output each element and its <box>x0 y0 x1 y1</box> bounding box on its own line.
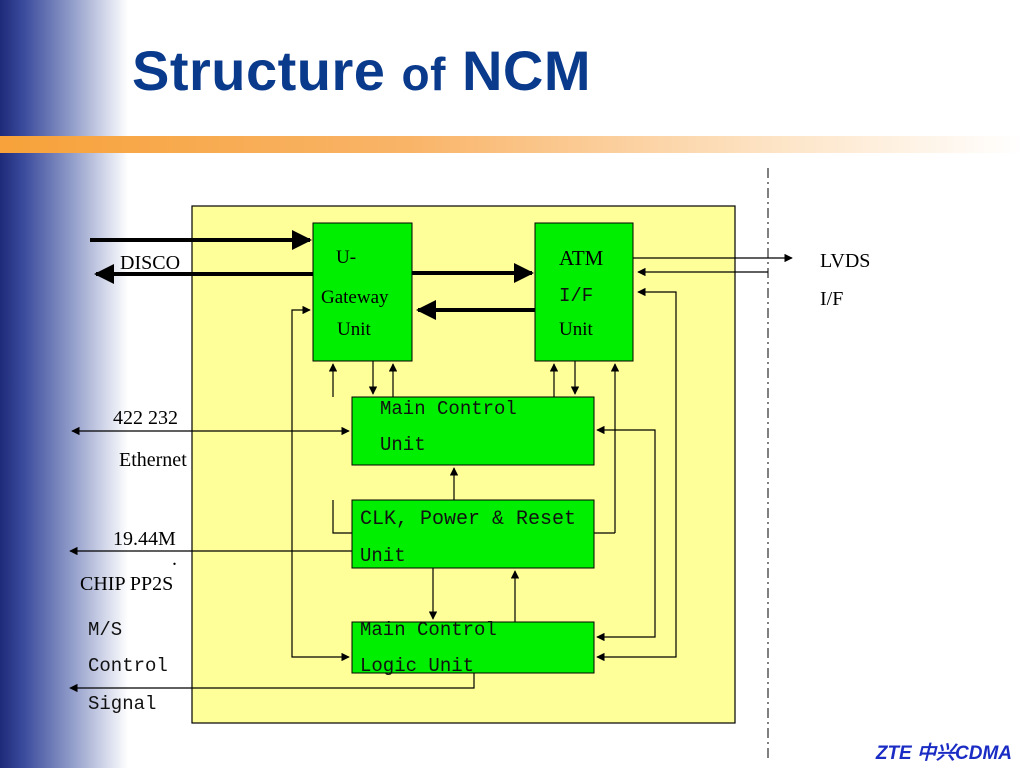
ms-control-signal-arrow <box>69 673 475 693</box>
mcu-label-2: Unit <box>380 434 426 456</box>
ugw-label-2: Gateway <box>321 287 389 308</box>
ugw-label-1: U- <box>336 247 357 268</box>
ms-label-3: Signal <box>88 693 157 715</box>
atm-label-3: Unit <box>559 319 593 340</box>
mcl-label-2: Logic Unit <box>360 655 475 677</box>
ugw-to-logic-line <box>291 305 350 662</box>
clk-19m-label: 19.44M <box>113 528 176 550</box>
atm-label-1: ATM <box>559 246 604 270</box>
dot-mark: . <box>172 548 177 570</box>
footer-brand: ZTE 中兴CDMA <box>875 743 1012 764</box>
ugw-label-3: Unit <box>337 319 371 340</box>
clk-power-reset-unit-block <box>351 499 595 569</box>
disco-label: DISCO <box>120 252 181 274</box>
mcl-label-1: Main Control <box>360 619 497 641</box>
atm-to-logic-line <box>596 287 677 662</box>
title-part-of: of <box>401 48 446 100</box>
atm-label-2: I/F <box>559 285 594 307</box>
mcu-to-logic-line <box>596 425 656 642</box>
clk-label-2: Unit <box>360 545 406 567</box>
title-part-ncm: NCM <box>445 39 592 102</box>
page-title: Structure of NCM <box>132 38 591 103</box>
sidebar-gradient <box>0 0 128 768</box>
title-underline-bar <box>0 136 1024 153</box>
lvds-label: LVDS <box>820 250 871 272</box>
title-part-structure: Structure <box>132 39 402 102</box>
clk-label-1: CLK, Power & Reset <box>360 508 577 531</box>
chip-pp2s-label: CHIP PP2S <box>80 573 174 595</box>
main-control-logic-unit-block <box>351 621 595 674</box>
rs-label: 422 232 <box>113 407 178 429</box>
lvds-if-label: I/F <box>820 288 844 310</box>
mcu-label-1: Main Control <box>380 398 517 420</box>
ethernet-label: Ethernet <box>119 449 187 471</box>
ms-label-2: Control <box>88 655 168 677</box>
ms-label-1: M/S <box>88 619 123 641</box>
main-control-unit-block <box>351 396 595 466</box>
